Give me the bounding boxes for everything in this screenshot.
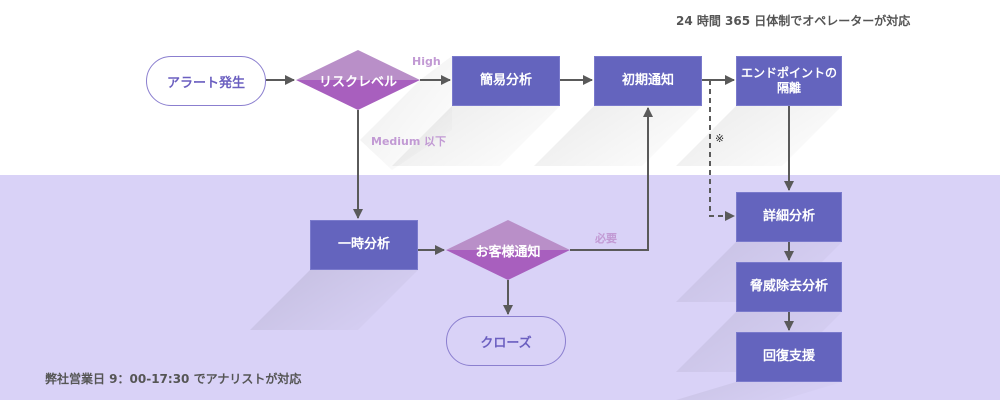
node-recovery-support-label: 回復支援 xyxy=(762,348,815,364)
node-alert-label: アラート発生 xyxy=(166,75,245,91)
operator-coverage-note: 24 時間 365 日体制でオペレーターが対応 xyxy=(676,14,911,28)
shadow-risk xyxy=(360,56,452,170)
dashed-initial-to-detailed xyxy=(709,80,735,221)
edge-label-required: 必要 xyxy=(595,232,617,245)
node-quick-analysis[interactable]: 簡易分析 xyxy=(452,56,560,106)
node-detailed-analysis-label: 詳細分析 xyxy=(762,208,815,224)
node-alert[interactable]: アラート発生 xyxy=(146,56,266,106)
note-mark: ※ xyxy=(715,132,725,145)
node-threat-removal[interactable]: 脅威除去分析 xyxy=(736,262,842,312)
arrow-customer-to-initial xyxy=(570,107,653,251)
diamond-customer-notice xyxy=(446,220,570,280)
node-endpoint-isolation-label: エンドポイントの 隔離 xyxy=(740,66,837,95)
node-endpoint-isolation[interactable]: エンドポイントの 隔離 xyxy=(736,56,842,106)
node-threat-removal-label: 脅威除去分析 xyxy=(749,278,828,294)
node-customer-notice-label: お客様通知 xyxy=(475,245,541,260)
node-risk-level-label: リスクレベル xyxy=(318,75,397,90)
node-initial-notice[interactable]: 初期通知 xyxy=(594,56,702,106)
diamond-risk-level xyxy=(296,50,420,110)
node-detailed-analysis[interactable]: 詳細分析 xyxy=(736,192,842,242)
node-initial-notice-label: 初期通知 xyxy=(621,72,674,88)
edge-label-medium: Medium 以下 xyxy=(371,135,447,148)
node-temp-analysis[interactable]: 一時分析 xyxy=(310,220,418,270)
node-close-label: クローズ xyxy=(480,335,532,351)
node-recovery-support[interactable]: 回復支援 xyxy=(736,332,842,382)
node-close[interactable]: クローズ xyxy=(446,316,566,366)
node-temp-analysis-label: 一時分析 xyxy=(337,236,390,252)
edge-label-high: High xyxy=(412,55,441,68)
analyst-coverage-note: 弊社営業日 9：00-17:30 でアナリストが対応 xyxy=(45,372,302,386)
node-quick-analysis-label: 簡易分析 xyxy=(479,72,532,88)
